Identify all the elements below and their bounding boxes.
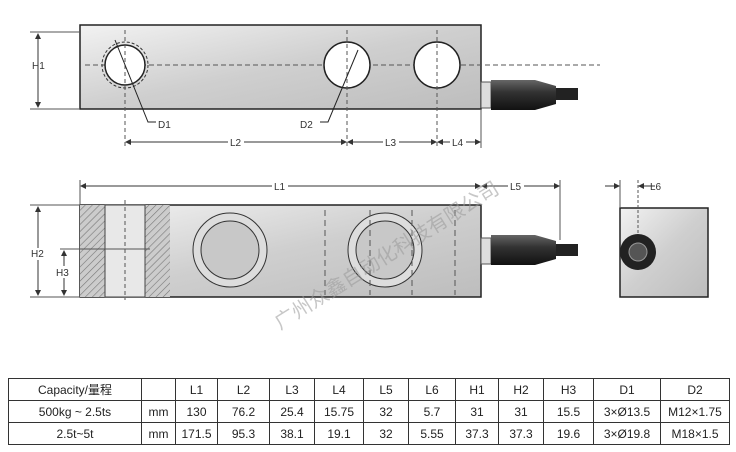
table-cell: 171.5 [175,422,218,445]
dim-h3-label: H3 [56,268,69,279]
table-cell: 2.5t~5t [8,422,142,445]
table-cell: 32 [363,422,409,445]
dim-l1-label: L1 [274,182,286,193]
table-cell: 19.6 [543,422,594,445]
dim-l6-label: L6 [650,182,662,193]
table-cell: M12×1.75 [660,400,730,423]
header-l4: L4 [314,378,364,401]
table-cell: 15.75 [314,400,364,423]
table-cell: M18×1.5 [660,422,730,445]
header-h1: H1 [455,378,499,401]
dim-l5-label: L5 [510,182,522,193]
side-view: L1 L5 H2 H3 [30,180,578,300]
table-cell: 31 [455,400,499,423]
top-view: H1 D1 D2 L2 L3 L4 [30,24,600,149]
table-cell: 37.3 [498,422,544,445]
table-cell: 3×Ø19.8 [593,422,661,445]
table-cell: 130 [175,400,218,423]
header-l3: L3 [269,378,315,401]
dim-l3-label: L3 [385,138,397,149]
table-cell: 32 [363,400,409,423]
header-h2: H2 [498,378,544,401]
header-capacity: Capacity/量程 [8,378,142,401]
table-row: 500kg ~ 2.5ts mm 130 76.2 25.4 15.75 32 … [8,400,730,423]
dim-d1-label: D1 [158,120,171,131]
table-cell: 5.7 [408,400,456,423]
table-cell: 15.5 [543,400,594,423]
header-d1: D1 [593,378,661,401]
header-d2: D2 [660,378,730,401]
dim-l2-label: L2 [230,138,242,149]
load-cell-drawing: H1 D1 D2 L2 L3 L4 L1 L5 H2 H3 [30,24,709,334]
header-l6: L6 [408,378,456,401]
table-cell: 31 [498,400,544,423]
table-cell: 3×Ø13.5 [593,400,661,423]
dim-h1-label: H1 [32,61,45,72]
dim-h2-label: H2 [31,249,44,260]
table-cell: 19.1 [314,422,364,445]
table-cell: 37.3 [455,422,499,445]
table-cell: 76.2 [217,400,270,423]
table-cell: 38.1 [269,422,315,445]
table-row: 2.5t~5t mm 171.5 95.3 38.1 19.1 32 5.55 … [8,422,730,445]
dim-d2-label: D2 [300,120,313,131]
dim-l4-label: L4 [452,138,464,149]
table-cell: mm [141,400,176,423]
table-cell: mm [141,422,176,445]
header-l1: L1 [175,378,218,401]
table-cell: 5.55 [408,422,456,445]
header-h3: H3 [543,378,594,401]
end-view: L6 [605,180,709,298]
table-header-row: Capacity/量程 L1 L2 L3 L4 L5 L6 H1 H2 H3 D… [8,378,730,401]
table-cell: 25.4 [269,400,315,423]
header-l5: L5 [363,378,409,401]
header-unit [141,378,176,401]
header-l2: L2 [217,378,270,401]
spec-table: Capacity/量程 L1 L2 L3 L4 L5 L6 H1 H2 H3 D… [8,378,730,445]
table-cell: 500kg ~ 2.5ts [8,400,142,423]
table-cell: 95.3 [217,422,270,445]
